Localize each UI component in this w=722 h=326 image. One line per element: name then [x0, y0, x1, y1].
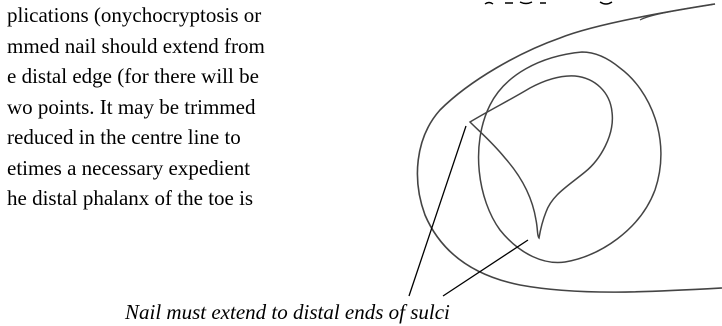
text-line: e distal edge (for there will be — [7, 64, 259, 88]
nail-plate-outline — [468, 75, 614, 240]
text-line: he distal phalanx of the toe is — [7, 186, 254, 210]
cropped-text-fragment — [484, 1, 613, 5]
text-line: etimes a necessary expedient — [7, 155, 251, 180]
leader-line-lower — [442, 239, 529, 297]
text-line: plications (onychocryptosis or — [7, 3, 262, 27]
body-text: plications (onychocryptosis or mmed nail… — [0, 0, 430, 214]
nail-bed-outline — [477, 51, 662, 264]
text-line: wo points. It may be trimmed — [7, 94, 256, 119]
text-line: mmed nail should extend from — [7, 33, 265, 58]
toe-outline-detail — [639, 3, 716, 21]
toe-outline — [416, 3, 722, 293]
leader-line-upper — [408, 125, 467, 297]
text-line: reduced in the centre line to — [7, 125, 241, 149]
figure-caption: Nail must extend to distal ends of sulci — [125, 300, 450, 324]
